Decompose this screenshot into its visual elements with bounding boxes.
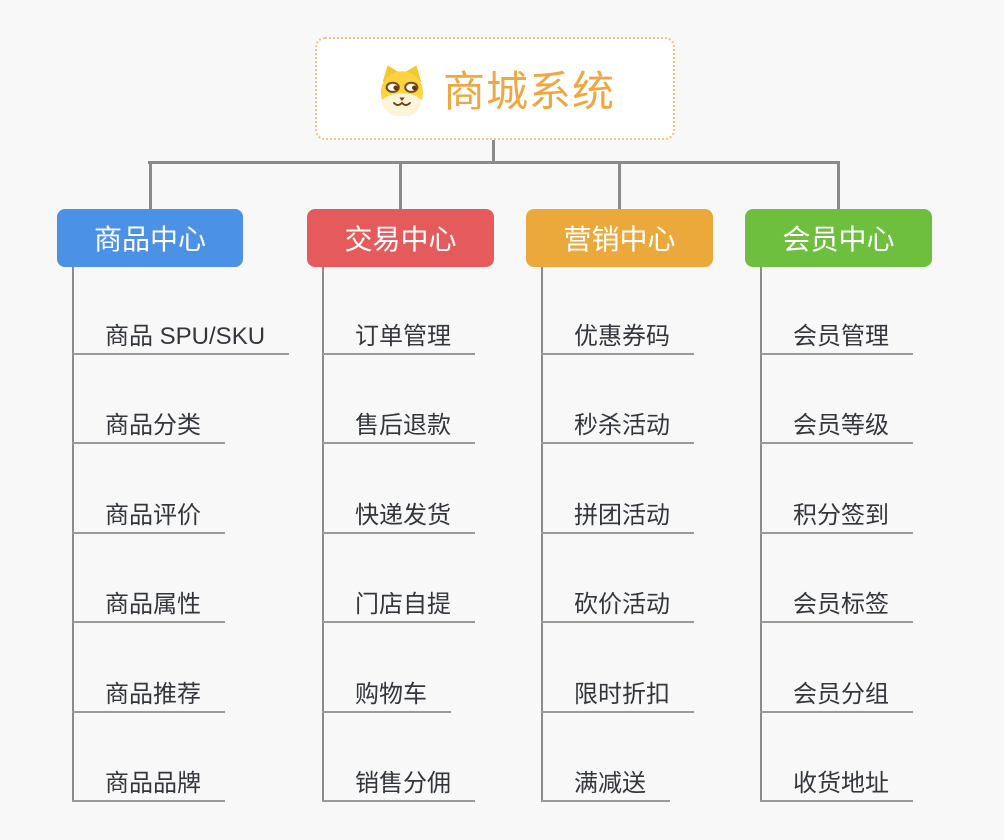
root-node[interactable]: 商城系统 [315, 37, 675, 140]
connector-bus [148, 161, 840, 164]
connector-branch-stub [618, 163, 621, 209]
leaf-node[interactable]: 会员标签 [760, 583, 913, 623]
leaf-node[interactable]: 会员等级 [760, 404, 913, 444]
leaf-node[interactable]: 限时折扣 [541, 673, 694, 713]
branch-node[interactable]: 营销中心 [526, 209, 713, 267]
leaf-node[interactable]: 订单管理 [322, 315, 475, 355]
leaf-node[interactable]: 商品 SPU/SKU [72, 315, 290, 355]
leaf-node[interactable]: 商品分类 [72, 404, 225, 444]
connector-branch-line [760, 267, 762, 802]
branch-node[interactable]: 会员中心 [745, 209, 932, 267]
leaf-node[interactable]: 收货地址 [760, 762, 913, 802]
leaf-node[interactable]: 会员管理 [760, 315, 913, 355]
leaf-node[interactable]: 满减送 [541, 762, 670, 802]
leaf-node[interactable]: 快递发货 [322, 494, 475, 534]
connector-branch-stub [149, 163, 152, 209]
connector-branch-stub [837, 163, 840, 209]
leaf-node[interactable]: 优惠券码 [541, 315, 694, 355]
leaf-node[interactable]: 售后退款 [322, 404, 475, 444]
branch-label: 交易中心 [344, 224, 457, 255]
root-title: 商城系统 [442, 68, 615, 115]
leaf-node[interactable]: 购物车 [322, 673, 451, 713]
dog-face-icon [375, 62, 429, 116]
leaf-node[interactable]: 门店自提 [322, 583, 475, 623]
leaf-node[interactable]: 积分签到 [760, 494, 913, 534]
leaf-node[interactable]: 拼团活动 [541, 494, 694, 534]
branch-node[interactable]: 商品中心 [57, 209, 243, 267]
leaf-node[interactable]: 砍价活动 [541, 583, 694, 623]
leaf-node[interactable]: 秒杀活动 [541, 404, 694, 444]
branch-label: 营销中心 [563, 224, 676, 255]
leaf-node[interactable]: 销售分佣 [322, 762, 475, 802]
branch-label: 会员中心 [782, 224, 895, 255]
connector-root-stub [492, 140, 495, 164]
leaf-node[interactable]: 商品推荐 [72, 673, 225, 713]
branch-node[interactable]: 交易中心 [307, 209, 494, 267]
leaf-node[interactable]: 会员分组 [760, 673, 913, 713]
connector-branch-line [322, 267, 324, 802]
connector-branch-line [541, 267, 543, 802]
connector-branch-stub [399, 163, 402, 209]
leaf-node[interactable]: 商品品牌 [72, 762, 225, 802]
leaf-node[interactable]: 商品属性 [72, 583, 225, 623]
connector-branch-line [72, 267, 74, 802]
leaf-node[interactable]: 商品评价 [72, 494, 225, 534]
branch-label: 商品中心 [93, 224, 206, 255]
